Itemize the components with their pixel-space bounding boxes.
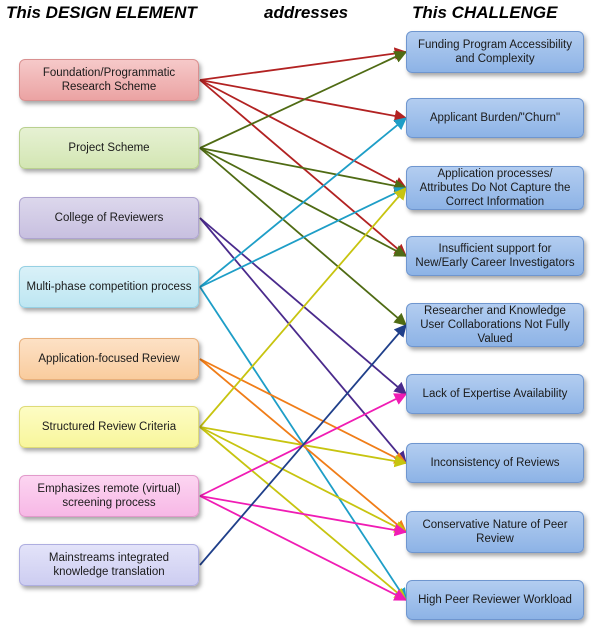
design-element-project-scheme: Project Scheme: [19, 127, 199, 169]
design-element-header: This DESIGN ELEMENT: [6, 3, 197, 22]
challenge-inconsistency-of-reviews: Inconsistency of Reviews: [406, 443, 584, 483]
challenge-applicant-burden: Applicant Burden/"Churn": [406, 98, 584, 138]
connector-arrow: [199, 147, 408, 193]
challenge-lack-of-expertise: Lack of Expertise Availability: [406, 374, 584, 414]
design-element-structured-review-criteria: Structured Review Criteria: [19, 406, 199, 448]
design-element-college-of-reviewers: College of Reviewers: [19, 197, 199, 239]
connector-arrow: [199, 51, 408, 149]
connector-arrow: [199, 117, 407, 288]
connector-arrow: [199, 217, 407, 395]
connector-arrow: [199, 79, 408, 189]
connector-arrow: [199, 217, 407, 464]
connector-arrow: [199, 147, 407, 326]
connector-arrow: [199, 79, 408, 123]
connector-arrow: [199, 495, 408, 601]
connector-arrow: [199, 286, 407, 602]
connector-arrow: [199, 187, 407, 428]
connector-arrow: [199, 495, 408, 537]
connector-arrow: [199, 426, 408, 533]
challenge-conservative-peer-review: Conservative Nature of Peer Review: [406, 511, 584, 553]
design-element-remote-screening: Emphasizes remote (virtual) screening pr…: [19, 475, 199, 517]
challenge-funding-accessibility: Funding Program Accessibility and Comple…: [406, 31, 584, 73]
design-element-foundation-scheme: Foundation/Programmatic Research Scheme: [19, 59, 199, 101]
challenge-header: This CHALLENGE: [412, 3, 558, 22]
connector-arrow: [199, 324, 407, 566]
design-element-application-focused-review: Application-focused Review: [19, 338, 199, 380]
addresses-header: addresses: [264, 3, 349, 22]
challenge-peer-reviewer-workload: High Peer Reviewer Workload: [406, 580, 584, 620]
connector-arrow: [199, 187, 408, 288]
design-element-integrated-kt: Mainstreams integrated knowledge transla…: [19, 544, 199, 586]
challenge-application-processes: Application processes/ Attributes Do Not…: [406, 166, 584, 210]
connector-arrow: [199, 47, 408, 81]
connector-arrow: [199, 358, 408, 464]
challenge-early-career-support: Insufficient support for New/Early Caree…: [406, 236, 584, 276]
challenge-collaborations-not-valued: Researcher and Knowledge User Collaborat…: [406, 303, 584, 347]
design-element-multi-phase-competition: Multi-phase competition process: [19, 266, 199, 308]
